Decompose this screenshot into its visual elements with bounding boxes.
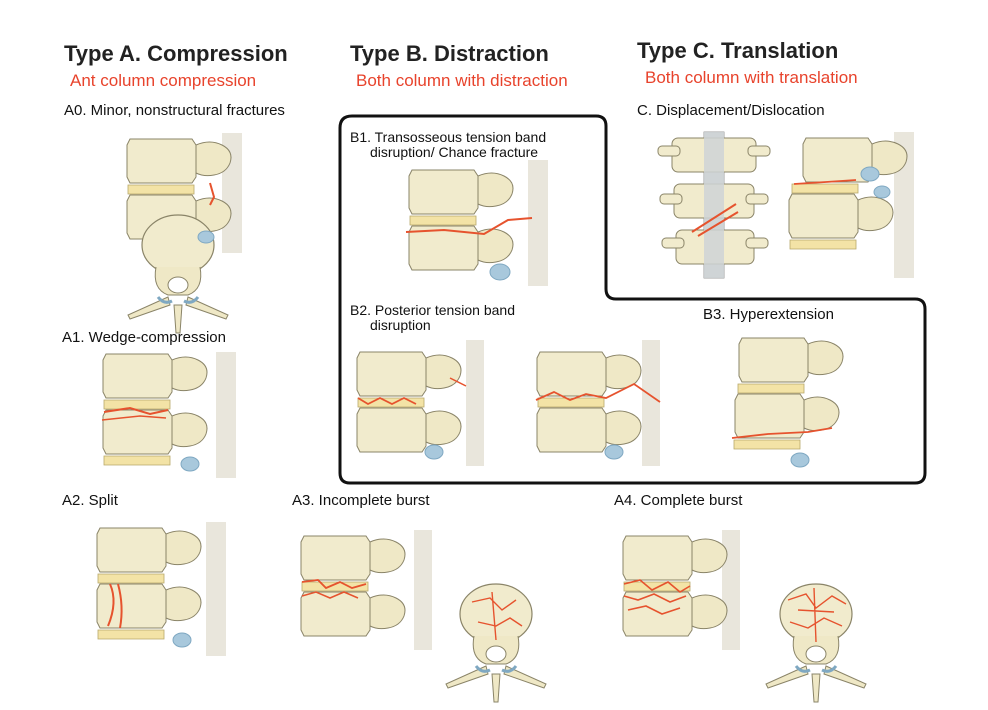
label-a2: A2. Split [62, 492, 118, 509]
figure-b2-right [535, 340, 661, 466]
figure-c-posterior-view [657, 131, 771, 279]
figure-b3-hyperextension [731, 337, 844, 468]
label-a0: A0. Minor, nonstructural fractures [64, 102, 285, 119]
label-a4: A4. Complete burst [614, 492, 743, 509]
label-b1-line1: B1. Transosseous tension band [350, 129, 547, 145]
figure-a2-split [96, 522, 226, 656]
figure-b1-chance-fracture [405, 160, 548, 286]
label-b1-line2: disruption/ Chance fracture [370, 144, 539, 160]
label-a1: A1. Wedge-compression [62, 329, 226, 346]
figure-b2-left [356, 340, 484, 466]
label-c: C. Displacement/Dislocation [637, 102, 825, 119]
type-a-title: Type A. Compression [64, 41, 288, 66]
type-b-subtitle: Both column with distraction [356, 71, 568, 90]
type-c-subtitle: Both column with translation [645, 68, 858, 87]
label-a3: A3. Incomplete burst [292, 492, 430, 509]
figure-a3-incomplete-burst [300, 530, 548, 704]
figure-a0-minor-fractures [126, 133, 242, 335]
type-a-subtitle: Ant column compression [70, 71, 257, 90]
figure-a1-wedge-compression [101, 352, 236, 478]
label-b2-line2: disruption [370, 317, 431, 333]
label-b3: B3. Hyperextension [703, 306, 834, 323]
type-c-title: Type C. Translation [637, 38, 839, 63]
type-b-title: Type B. Distraction [350, 41, 549, 66]
label-b2-line1: B2. Posterior tension band [350, 302, 515, 318]
figure-c-lateral-view [788, 132, 914, 278]
figure-a4-complete-burst [622, 530, 868, 704]
